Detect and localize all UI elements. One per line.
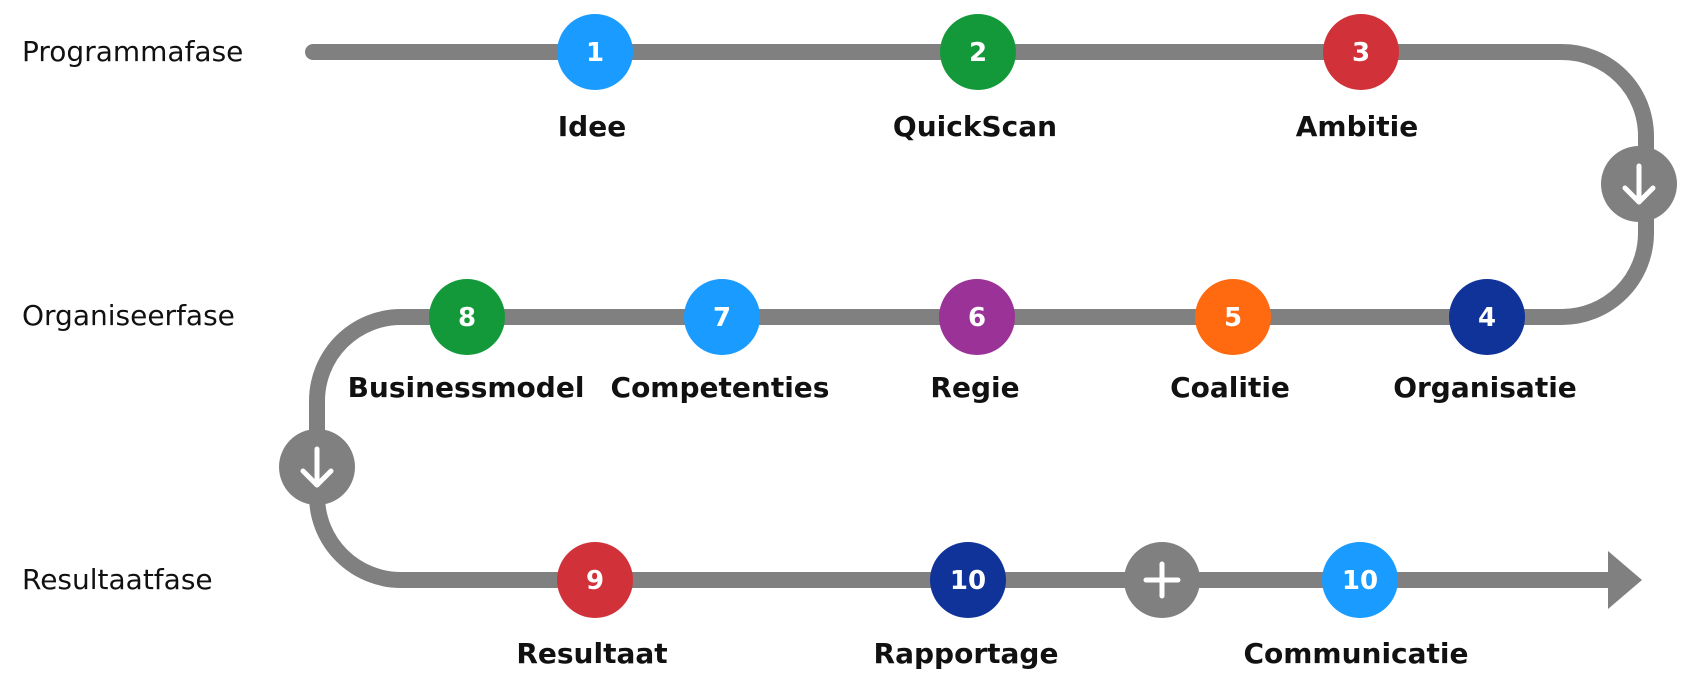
step-coalitie: 5 Coalitie: [1170, 279, 1290, 404]
step-marker: [557, 14, 633, 90]
phase-label-resultaatfase: Resultaatfase: [22, 563, 213, 596]
step-label: Communicatie: [1243, 637, 1468, 670]
step-competenties: 7 Competenties: [611, 279, 830, 404]
step-number: 7: [713, 303, 731, 333]
step-marker: [939, 279, 1015, 355]
plus-icon: [1124, 542, 1200, 618]
step-resultaat: 9 Resultaat: [516, 542, 668, 670]
step-label: Idee: [558, 110, 626, 143]
step-label: Coalitie: [1170, 371, 1290, 404]
step-label: Competenties: [611, 371, 830, 404]
step-quickscan: 2 QuickScan: [893, 14, 1057, 143]
step-number: 3: [1352, 38, 1370, 68]
step-marker: [1322, 542, 1398, 618]
down-arrow-icon: [279, 429, 355, 505]
step-label: Resultaat: [516, 637, 667, 670]
step-communicatie: 10 Communicatie: [1243, 542, 1469, 670]
step-businessmodel: 8 Businessmodel: [348, 279, 585, 404]
step-label: Ambitie: [1296, 110, 1418, 143]
step-marker: [1195, 279, 1271, 355]
step-number: 6: [968, 303, 986, 333]
step-marker: [557, 542, 633, 618]
step-rapportage: 10 Rapportage: [874, 542, 1059, 670]
step-idee: 1 Idee: [557, 14, 633, 143]
step-number: 10: [950, 566, 986, 596]
step-marker: [930, 542, 1006, 618]
step-marker: [1449, 279, 1525, 355]
step-label: QuickScan: [893, 110, 1057, 143]
step-label: Businessmodel: [348, 371, 585, 404]
end-arrow-icon: [1608, 551, 1642, 609]
step-number: 4: [1478, 303, 1496, 333]
step-organisatie: 4 Organisatie: [1393, 279, 1577, 404]
step-number: 5: [1224, 303, 1242, 333]
step-ambitie: 3 Ambitie: [1296, 14, 1418, 143]
phase-label-organiseerfase: Organiseerfase: [22, 299, 235, 332]
step-number: 2: [969, 38, 987, 68]
step-number: 1: [586, 38, 604, 68]
step-regie: 6 Regie: [930, 279, 1020, 404]
step-number: 9: [586, 566, 604, 596]
step-marker: [429, 279, 505, 355]
down-arrow-icon: [1601, 146, 1677, 222]
phase-label-programmafase: Programmafase: [22, 35, 243, 68]
step-label: Organisatie: [1393, 371, 1577, 404]
step-label: Rapportage: [874, 637, 1059, 670]
step-number: 8: [458, 303, 476, 333]
step-marker: [684, 279, 760, 355]
step-marker: [940, 14, 1016, 90]
step-number: 10: [1342, 566, 1378, 596]
step-marker: [1323, 14, 1399, 90]
step-label: Regie: [930, 371, 1019, 404]
